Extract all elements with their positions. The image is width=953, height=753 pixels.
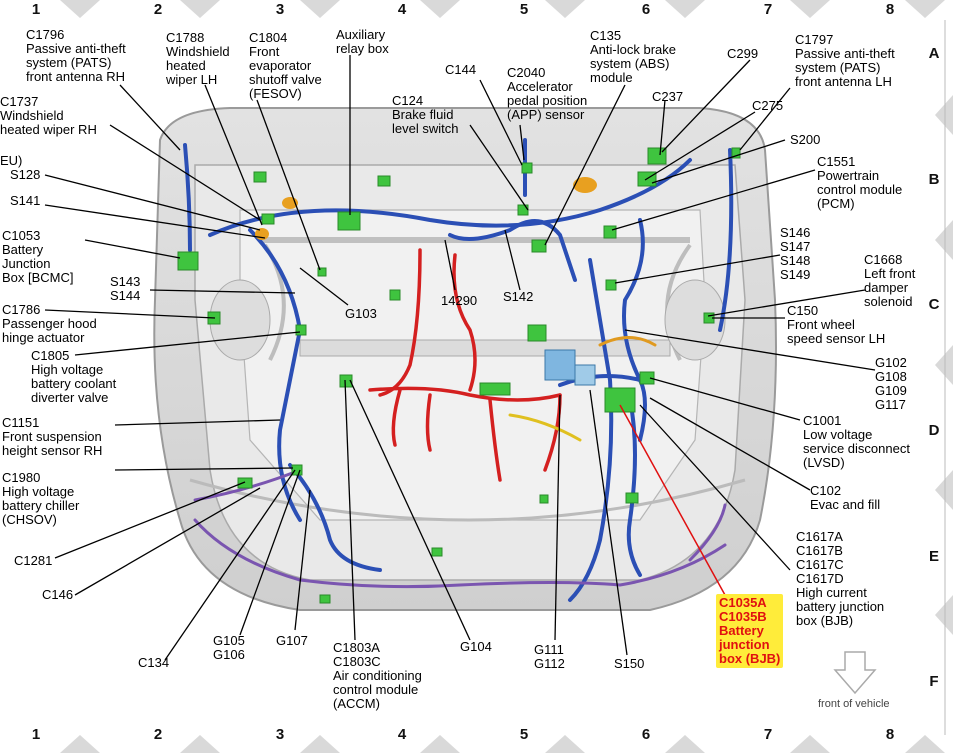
label-c299: C299	[727, 46, 759, 61]
label-14290: 14290	[441, 293, 478, 308]
col-6-bottom: 6	[641, 726, 651, 743]
col-2-bottom: 2	[153, 726, 163, 743]
grid-border-bottom	[60, 735, 945, 753]
col-4-bottom: 4	[397, 726, 407, 743]
row-f: F	[929, 673, 939, 690]
col-3-bottom: 3	[275, 726, 285, 743]
label-c134: C134	[138, 655, 170, 670]
row-e: E	[928, 548, 939, 565]
col-3-top: 3	[275, 1, 285, 18]
bjb-module	[544, 349, 596, 386]
front-of-vehicle-label: front of vehicle	[818, 698, 890, 710]
grid-border-right	[935, 95, 953, 635]
col-8-bottom: 8	[885, 726, 895, 743]
front-arrow-icon	[833, 651, 877, 695]
vehicle-body	[153, 107, 777, 611]
label-s200: S200	[790, 132, 821, 147]
harness-other	[508, 336, 657, 442]
col-8-top: 8	[885, 1, 895, 18]
label-g104: G104	[460, 639, 492, 654]
harness-red	[368, 248, 562, 482]
label-eu: EU)	[0, 153, 23, 168]
label-s128: S128	[10, 167, 41, 182]
label-s141: S141	[10, 193, 41, 208]
col-7-bottom: 7	[763, 726, 773, 743]
label-g107: G107	[276, 633, 308, 648]
row-d: D	[928, 422, 940, 439]
label-s150: S150	[614, 656, 645, 671]
label-c144: C144	[445, 62, 477, 77]
col-6-top: 6	[641, 1, 651, 18]
label-g103: G103	[345, 306, 377, 321]
leader-lines	[44, 55, 876, 661]
row-b: B	[928, 171, 940, 188]
label-c237: C237	[652, 89, 684, 104]
label-c146: C146	[42, 587, 74, 602]
col-2-top: 2	[153, 1, 163, 18]
bjb-leader-red	[619, 404, 726, 596]
connectors	[177, 147, 741, 604]
row-a: A	[928, 45, 940, 62]
col-5-top: 5	[519, 1, 529, 18]
col-1-bottom: 1	[31, 726, 41, 743]
col-7-top: 7	[763, 1, 773, 18]
col-4-top: 4	[397, 1, 407, 18]
grid-border-top	[60, 0, 945, 18]
label-s142: S142	[503, 289, 534, 304]
label-c275: C275	[752, 98, 784, 113]
col-5-bottom: 5	[519, 726, 529, 743]
row-c: C	[928, 296, 940, 313]
label-c1281: C1281	[14, 553, 53, 568]
col-1-top: 1	[31, 1, 41, 18]
